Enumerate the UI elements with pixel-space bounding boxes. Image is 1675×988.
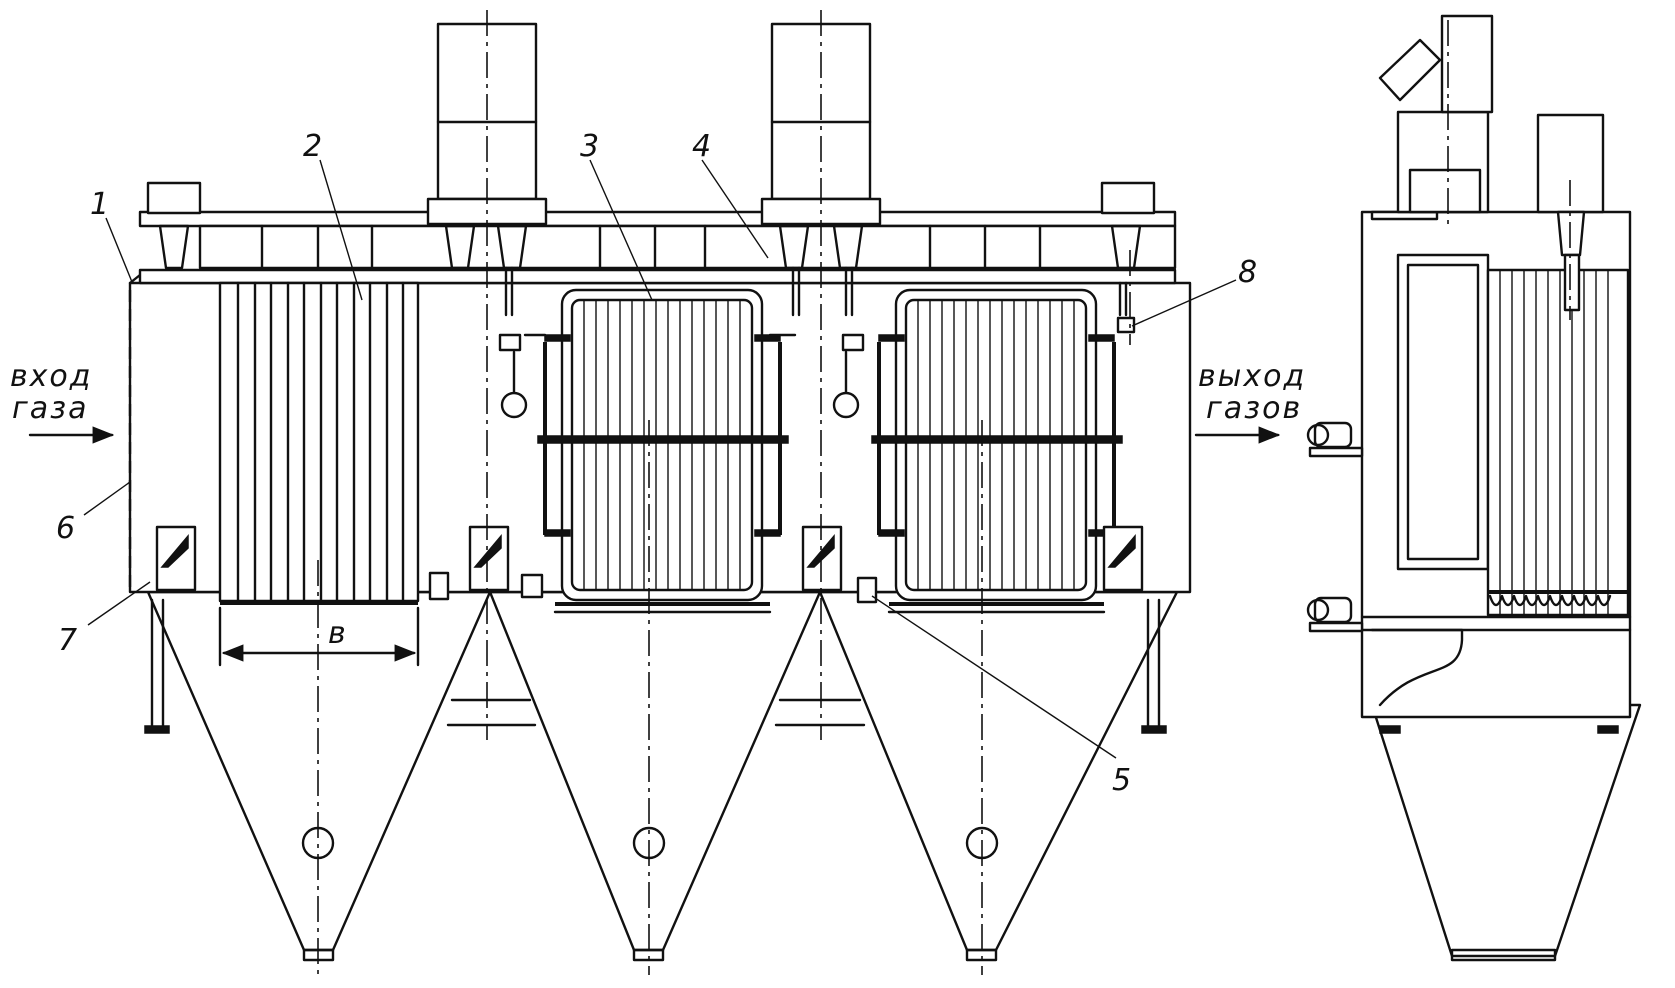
rapping-mechanisms — [498, 316, 1136, 419]
callout-3: 3 — [580, 129, 599, 164]
leader-lines — [83, 159, 1237, 759]
callout-5: 5 — [1112, 763, 1131, 798]
shaking-drives — [428, 571, 878, 604]
drive-motors — [1306, 421, 1364, 633]
callout-4: 4 — [692, 129, 711, 164]
callout-8: 8 — [1238, 255, 1257, 290]
insulator-box-left — [146, 181, 202, 215]
gas-inlet-label-line1: вход — [10, 359, 93, 394]
support-legs — [144, 598, 1167, 734]
side-view — [1306, 14, 1642, 962]
hoppers — [146, 590, 1179, 962]
gas-inlet-label-line2: газа — [12, 391, 88, 426]
insulator-bushings — [158, 224, 1142, 317]
callout-6: 6 — [56, 511, 75, 546]
inspection-hatches — [155, 525, 1144, 592]
callout-1: 1 — [90, 187, 109, 222]
front-view — [128, 10, 1192, 975]
collecting-plates-field-1 — [218, 281, 420, 605]
callout-2: 2 — [303, 129, 322, 164]
callout-7: 7 — [58, 623, 77, 658]
discharge-electrode-frame-field-2 — [537, 288, 789, 614]
center-lines — [317, 10, 1131, 975]
roof-frame — [138, 210, 1177, 285]
gas-outlet-label-line2: газов — [1206, 391, 1302, 426]
insulator-box-right — [1100, 181, 1156, 215]
discharge-electrode-frame-field-3 — [871, 288, 1123, 614]
dimension-label: в — [328, 616, 346, 651]
gas-outlet-label-line1: выход — [1198, 359, 1306, 394]
